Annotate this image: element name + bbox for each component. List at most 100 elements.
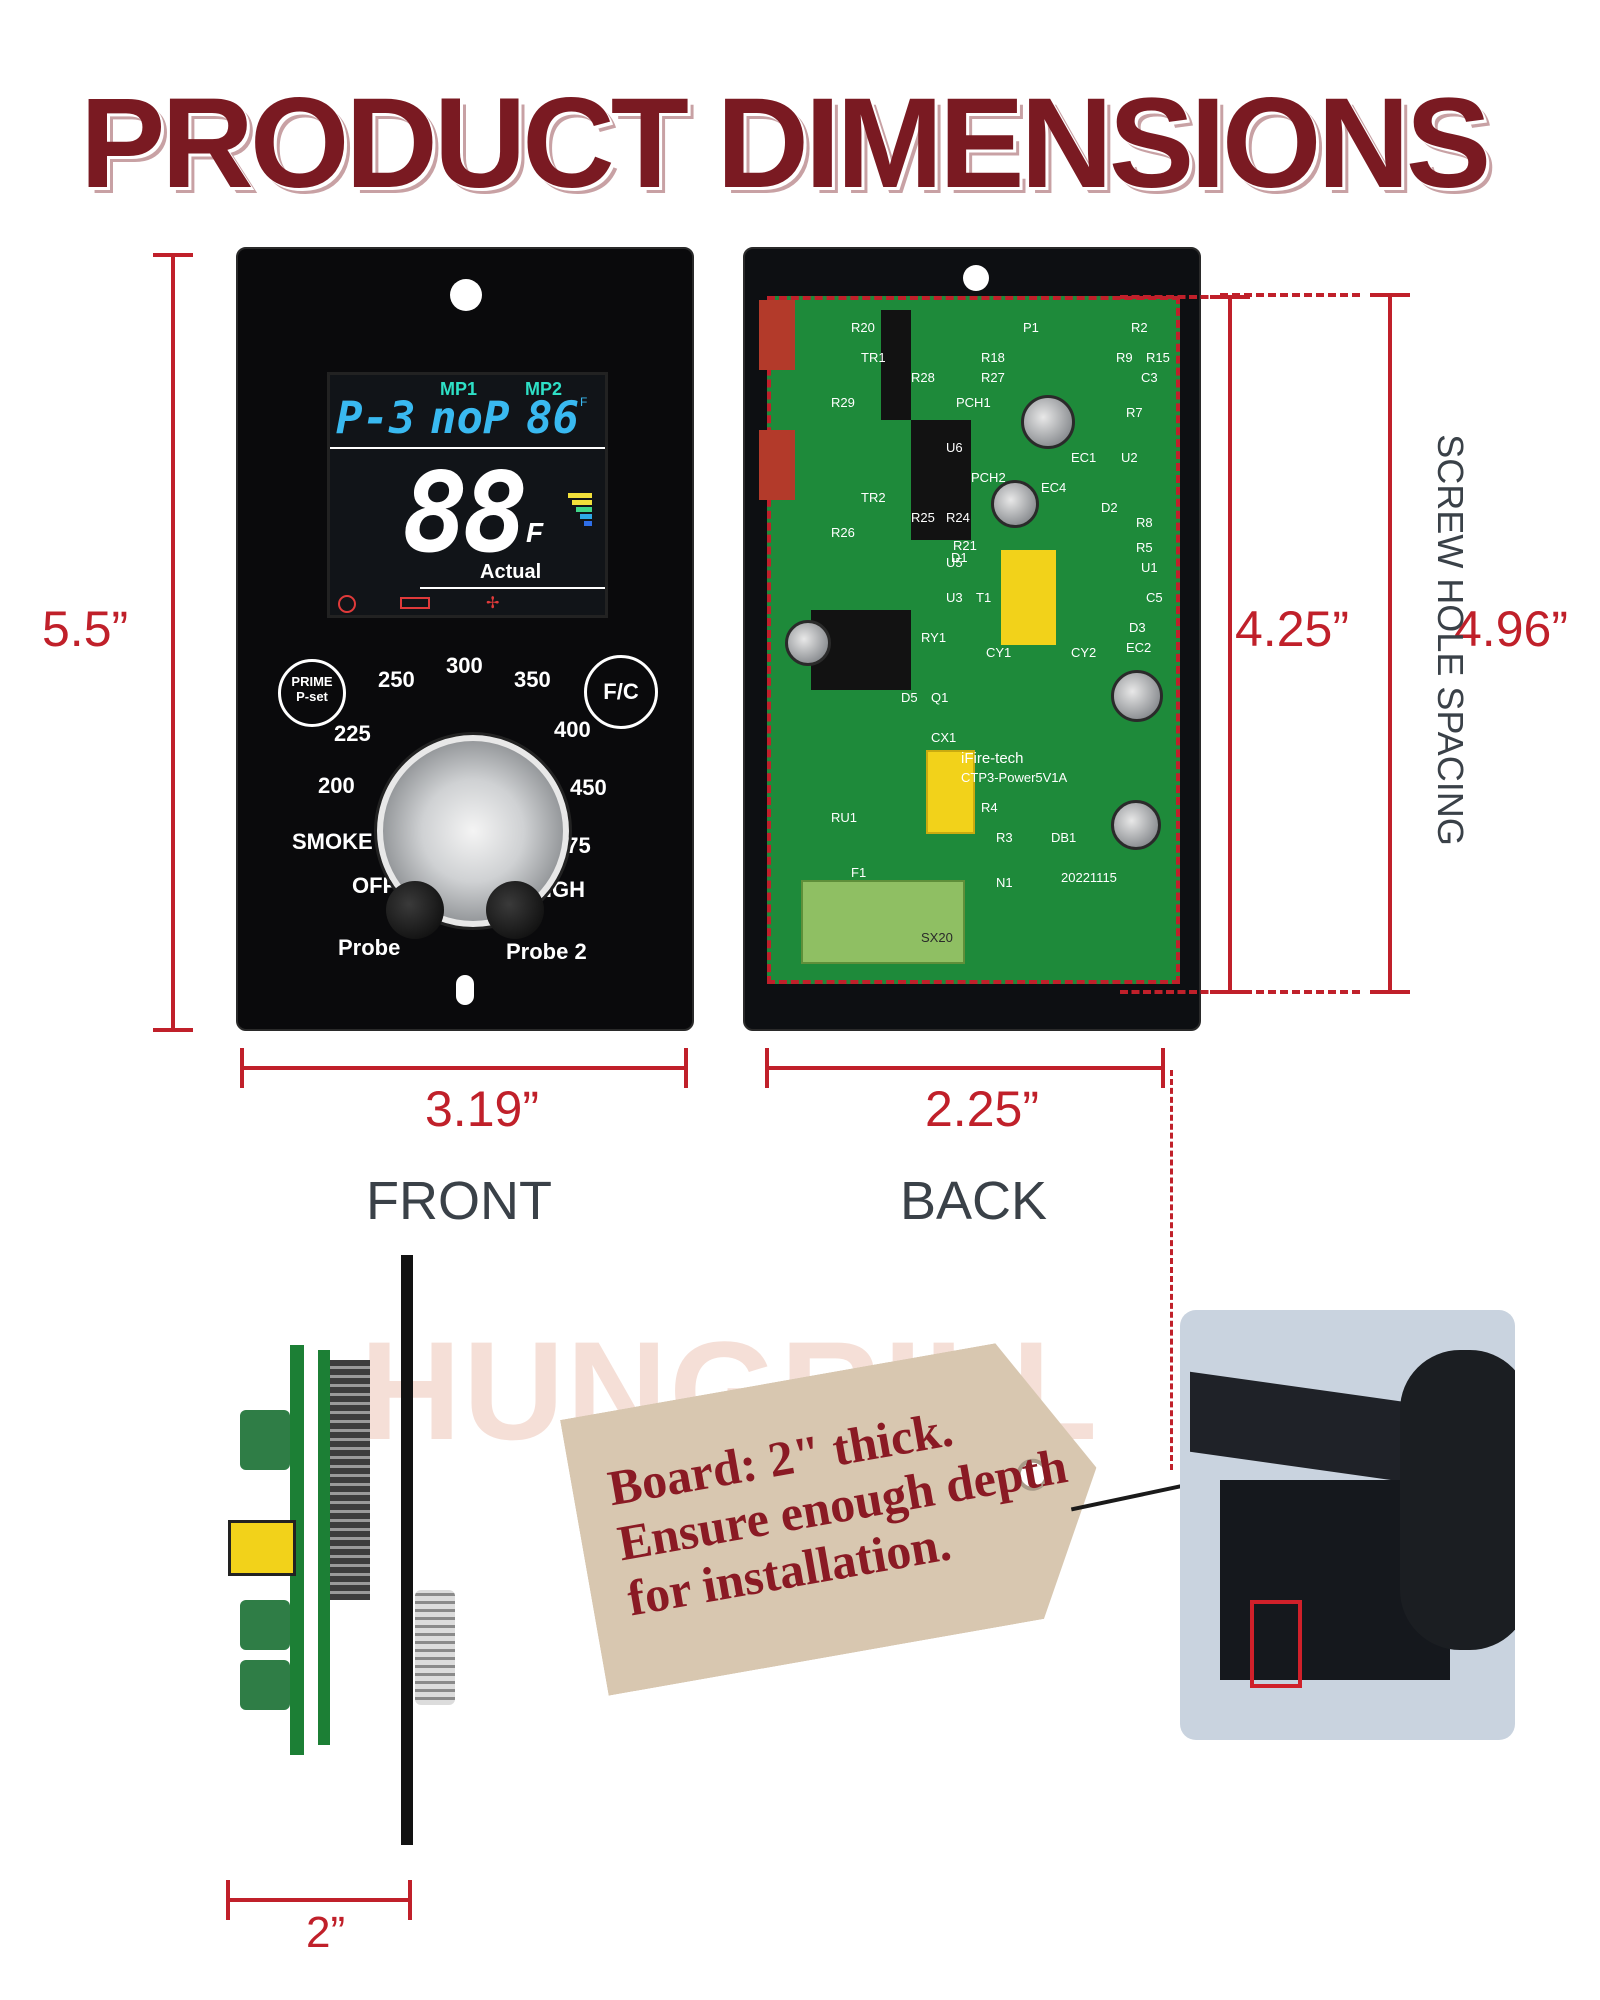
pcb-part-d5: D5 bbox=[901, 690, 918, 705]
photo-grill-barrel bbox=[1400, 1350, 1515, 1650]
pcb-part-d3: D3 bbox=[1129, 620, 1146, 635]
lcd-main-unit: F bbox=[526, 517, 544, 548]
optocoupler-block bbox=[911, 420, 971, 540]
pcb-part-r18: R18 bbox=[981, 350, 1005, 365]
dial-mark-300: 300 bbox=[446, 653, 483, 678]
capacitor-cx1 bbox=[926, 750, 975, 834]
fc-toggle-button[interactable]: F/C bbox=[584, 655, 658, 729]
capacitor-l2 bbox=[1111, 800, 1161, 850]
pcb-part-u2: U2 bbox=[1121, 450, 1138, 465]
dial-mark-450: 450 bbox=[570, 775, 607, 800]
lcd-actual-label: Actual bbox=[480, 561, 542, 583]
pcb-part-p1: P1 bbox=[1023, 320, 1039, 335]
pcb-part-q1: Q1 bbox=[931, 690, 949, 705]
probe1-label: Probe bbox=[338, 935, 401, 960]
lcd-mp1-value: noP bbox=[430, 393, 510, 444]
dial-mark-400: 400 bbox=[554, 717, 591, 742]
pcb-part-sx20: SX20 bbox=[921, 930, 953, 945]
igniter-icon bbox=[400, 597, 430, 609]
installation-photo bbox=[1180, 1310, 1515, 1740]
pcb-part-tr2: TR2 bbox=[861, 490, 886, 505]
pcb-part-r4: R4 bbox=[981, 800, 998, 815]
prime-pset-button[interactable]: PRIME P-set bbox=[278, 659, 346, 727]
back-view-label: BACK bbox=[900, 1171, 1048, 1231]
side-view-faceplate bbox=[401, 1255, 413, 1845]
pcb-part-r29: R29 bbox=[831, 395, 855, 410]
lcd-level-bars bbox=[568, 493, 592, 526]
pcb-part-f1: F1 bbox=[851, 865, 867, 880]
probe2-jack bbox=[486, 881, 544, 939]
pcb-part-d1: D1 bbox=[951, 550, 968, 565]
back-width-right-tick bbox=[1161, 1048, 1165, 1088]
pcb-part-pch2: PCH2 bbox=[971, 470, 1006, 485]
pcb-part-c5: C5 bbox=[1146, 590, 1163, 605]
pcb-part-r20: R20 bbox=[851, 320, 875, 335]
fan-icon: ✢ bbox=[486, 595, 500, 612]
pcb-part-r7: R7 bbox=[1126, 405, 1143, 420]
back-width-label: 2.25” bbox=[925, 1081, 1039, 1137]
probe2-label: Probe 2 bbox=[506, 939, 587, 964]
front-panel: MP1 MP2 P-3 noP 86 F 88 F Actual ✢ PRIME… bbox=[236, 247, 694, 1031]
probe1-jack bbox=[386, 881, 444, 939]
pcb-part-u3: U3 bbox=[946, 590, 963, 605]
back-width-extension-line bbox=[1170, 1070, 1173, 1470]
pcb-part-ru1: RU1 bbox=[831, 810, 858, 825]
pcb-part-ec1: EC1 bbox=[1071, 450, 1097, 465]
pcb-part-db1: DB1 bbox=[1051, 830, 1077, 845]
screw-hole-label: 4.96” bbox=[1454, 601, 1568, 657]
board-height-bottom-extension bbox=[1120, 990, 1220, 994]
prime-label: PRIME bbox=[291, 674, 333, 689]
pcb-part-cy1: CY1 bbox=[986, 645, 1012, 660]
pcb-part-r21: R21 bbox=[953, 538, 977, 553]
pcb-part-d2: D2 bbox=[1101, 500, 1118, 515]
capacitor-red-mid bbox=[759, 430, 795, 500]
pcb-part-u6: U6 bbox=[946, 440, 963, 455]
pcb-part-r2: R2 bbox=[1131, 320, 1148, 335]
side-view-capacitor-2 bbox=[240, 1600, 290, 1650]
capacitor-ec2 bbox=[1111, 670, 1163, 722]
pcb-brand-label: iFire-tech bbox=[961, 750, 1024, 767]
screw-hole-spacing-caption: SCREW HOLE SPACING bbox=[1430, 434, 1471, 846]
side-view-dial-knob bbox=[415, 1590, 455, 1705]
dial-mark-250: 250 bbox=[378, 667, 415, 692]
screw-hole-bottom-extension bbox=[1220, 990, 1360, 994]
pcb-part-u5: U5 bbox=[946, 555, 963, 570]
front-width-label: 3.19” bbox=[425, 1081, 539, 1137]
thickness-line bbox=[226, 1898, 412, 1902]
fuse-holder-f1 bbox=[801, 880, 965, 964]
side-view-capacitor-3 bbox=[240, 1660, 290, 1710]
pcb-part-r15: R15 bbox=[1146, 350, 1170, 365]
top-screw-hole bbox=[450, 279, 482, 311]
height-dim-line bbox=[171, 253, 175, 1028]
lcd-mp2-value: 86 bbox=[526, 393, 579, 444]
side-view-capacitor-1 bbox=[240, 1410, 290, 1470]
board-height-line bbox=[1228, 295, 1232, 990]
transformer-t1 bbox=[1001, 550, 1056, 645]
pcb-date-label: 20221115 bbox=[1061, 870, 1117, 885]
pcb-part-r9: R9 bbox=[1116, 350, 1133, 365]
pcb-part-r3: R3 bbox=[996, 830, 1013, 845]
board-height-top-extension bbox=[1120, 295, 1220, 299]
pcb-part-c3: C3 bbox=[1141, 370, 1158, 385]
lcd-bottom-line bbox=[420, 587, 605, 589]
board-height-label: 4.25” bbox=[1235, 601, 1349, 657]
pcb-part-u1: U1 bbox=[1141, 560, 1158, 575]
circuit-board: iFire-tech CTP3-Power5V1A 20221115 P1 R2… bbox=[759, 296, 1180, 984]
side-view-pcb-2 bbox=[318, 1350, 330, 1745]
lcd-p-mode: P-3 bbox=[336, 393, 416, 444]
pcb-part-ry1: RY1 bbox=[921, 630, 947, 645]
pcb-part-pch1: PCH1 bbox=[956, 395, 991, 410]
thickness-right-tick bbox=[408, 1880, 412, 1920]
pcb-part-r26: R26 bbox=[831, 525, 855, 540]
thickness-label: 2” bbox=[306, 1908, 346, 1957]
pcb-part-r24: R24 bbox=[946, 510, 970, 525]
lcd-mp2-label: MP2 bbox=[525, 379, 563, 399]
front-width-right-tick bbox=[684, 1048, 688, 1088]
height-dim-bottom-tick bbox=[153, 1028, 193, 1032]
back-panel: iFire-tech CTP3-Power5V1A 20221115 P1 R2… bbox=[743, 247, 1201, 1031]
capacitor-ec1 bbox=[1021, 395, 1075, 449]
lcd-divider bbox=[330, 447, 605, 449]
back-top-screw-hole bbox=[963, 265, 989, 291]
lcd-mp2-unit: F bbox=[580, 395, 588, 409]
capacitor-ec4 bbox=[991, 480, 1039, 528]
